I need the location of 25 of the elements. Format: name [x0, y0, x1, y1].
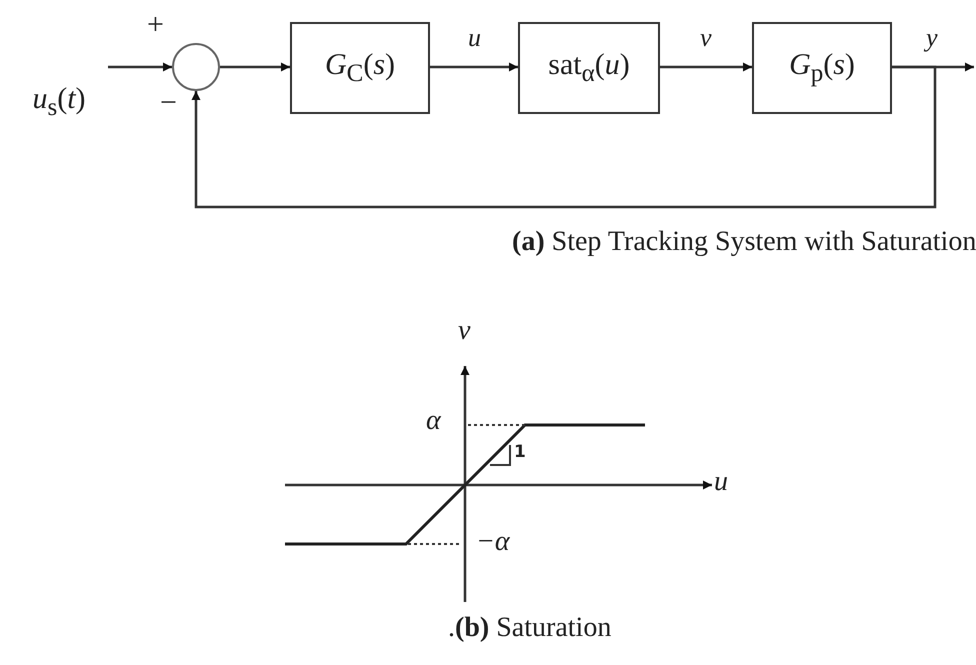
arrow	[660, 62, 752, 72]
edge-label: y	[926, 23, 938, 53]
sign-label: +	[147, 8, 164, 42]
arrow	[220, 62, 290, 72]
block-box	[518, 22, 660, 114]
slope-label: 1	[514, 442, 526, 462]
block-label: G$_{p}$(s)	[789, 48, 855, 88]
edge-label: u	[468, 23, 481, 53]
block-box	[752, 22, 892, 114]
sign-label: −	[160, 86, 177, 120]
block-label: G$_{C}$(s)	[324, 48, 396, 88]
input-signal-label: u$_{s}$(t)	[10, 50, 108, 122]
arrow	[108, 62, 172, 72]
arrow	[430, 62, 518, 72]
edge-label: v	[700, 23, 712, 53]
block-box	[290, 22, 430, 114]
axis-value-label: −α	[476, 526, 510, 558]
figure-caption: (a) Step Tracking System with Saturation	[512, 226, 976, 258]
summing-junction	[172, 43, 220, 91]
axis-label: v	[458, 315, 470, 347]
axis-value-label: α	[426, 405, 441, 437]
block-label: sat$_{α}$(u)	[548, 48, 630, 88]
figure-caption: .(b) Saturation	[448, 612, 612, 644]
arrow	[192, 66, 936, 208]
axis-label: u	[714, 466, 728, 498]
